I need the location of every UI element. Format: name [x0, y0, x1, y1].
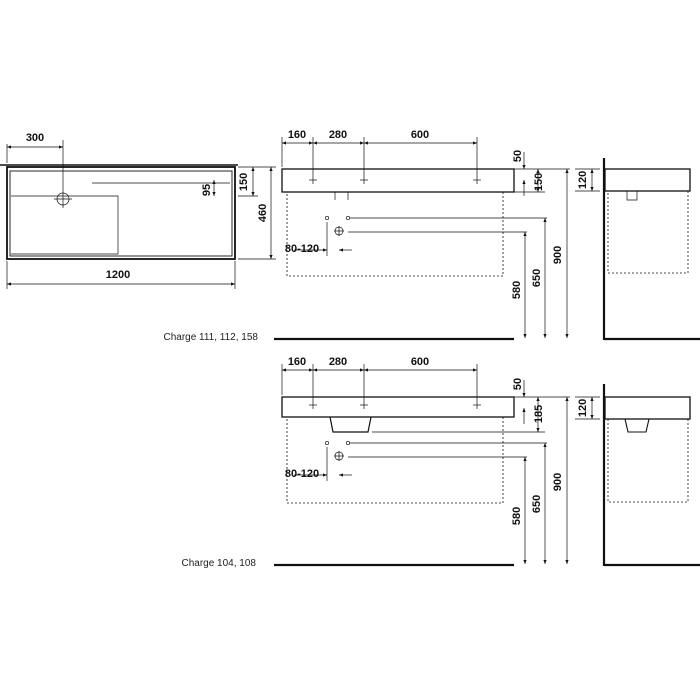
dim-left: 160 [288, 356, 306, 368]
dim-drain-offset: 80-120 [285, 468, 319, 480]
dim-body: 150 [533, 173, 545, 191]
basin-bowl-2 [329, 416, 372, 433]
basin-outline [6, 166, 236, 260]
basin-bowl [11, 195, 119, 255]
basin-bowl-side-2 [624, 418, 650, 433]
caption-charge-2: Charge 104, 108 [181, 558, 256, 569]
dim-width: 1200 [106, 269, 130, 281]
dim-rim: 150 [238, 173, 250, 191]
tap-hole-markers-2 [309, 401, 481, 409]
dim-right: 600 [411, 129, 429, 141]
dim-tap-offset: 300 [26, 132, 44, 144]
dim-580: 580 [511, 507, 523, 525]
dim-650: 650 [531, 269, 543, 287]
vanity-side-2 [607, 418, 689, 503]
front-view-1: 160 280 600 50 150 80-120 580 650 900 Ch… [163, 129, 570, 343]
basin-front-2 [281, 396, 515, 418]
tap-hole-markers-1 [309, 176, 481, 184]
dim-900: 900 [552, 473, 564, 491]
basin-rim [9, 170, 233, 257]
dim-mid: 280 [329, 356, 347, 368]
vanity-side-1 [607, 190, 689, 274]
dim-580: 580 [511, 281, 523, 299]
front-view-2: 160 280 600 50 185 80-120 580 650 900 Ch… [181, 356, 570, 569]
dim-900: 900 [552, 246, 564, 264]
basin-side-2 [604, 396, 691, 420]
dim-hole: 95 [201, 184, 213, 196]
dim-depth: 460 [257, 204, 269, 222]
dim-top: 50 [512, 150, 524, 162]
side-dim-height: 120 [577, 399, 589, 417]
basin-front-1 [281, 168, 515, 193]
dim-body: 185 [533, 405, 545, 423]
caption-charge-1: Charge 111, 112, 158 [163, 332, 258, 343]
basin-side-1 [604, 168, 691, 192]
dim-right: 600 [411, 356, 429, 368]
dim-650: 650 [531, 495, 543, 513]
side-dim-height: 120 [577, 171, 589, 189]
vanity-unit-1 [286, 191, 504, 277]
dim-left: 160 [288, 129, 306, 141]
dim-mid: 280 [329, 129, 347, 141]
side-view-1: 120 [575, 158, 700, 341]
dim-top: 50 [512, 378, 524, 390]
side-view-2: 120 [575, 384, 700, 567]
vanity-unit-2 [286, 416, 504, 504]
top-view: 300 1200 460 150 95 [0, 132, 276, 289]
dim-drain-offset: 80-120 [285, 243, 319, 255]
